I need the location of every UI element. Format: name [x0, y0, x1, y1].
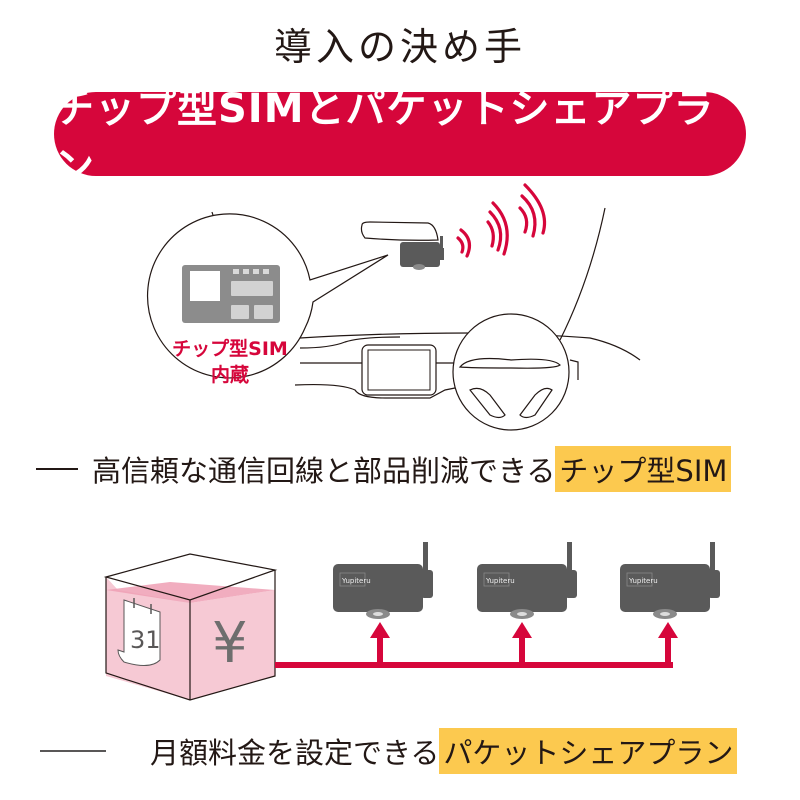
yen-icon: ¥	[212, 611, 248, 676]
calendar-icon: 31	[117, 598, 161, 666]
steering-wheel-icon	[452, 313, 579, 431]
feature-2-highlight: パケットシェアプラン	[439, 728, 738, 774]
callout-line-1: チップ型SIM	[172, 338, 288, 360]
calendar-day: 31	[130, 626, 161, 654]
dashcam-icon	[400, 236, 444, 270]
feature-chip-sim: 高信頼な通信回線と部品削減できる チップ型SIM	[36, 446, 732, 492]
callout-line-2: 内蔵	[210, 364, 249, 386]
dashcam-device-3: Yupiteru	[620, 542, 720, 619]
svg-text:Yupiteru: Yupiteru	[628, 577, 658, 585]
dashcam-device-1: Yupiteru	[333, 542, 433, 619]
dash-divider	[36, 468, 78, 470]
feature-2-text: 月額料金を設定できる	[150, 736, 440, 770]
feature-1-highlight: チップ型SIM	[555, 446, 732, 492]
svg-text:Yupiteru: Yupiteru	[485, 577, 515, 585]
dash-divider	[40, 750, 106, 752]
chip-sim-callout-label: チップ型SIM 内蔵	[150, 336, 310, 388]
dashcam-device-2: Yupiteru	[477, 542, 577, 619]
car-navigation-screen-icon	[361, 344, 437, 396]
page-title: 導入の決め手	[273, 25, 526, 69]
headline-banner: チップ型SIMとパケットシェアプラン	[54, 86, 746, 190]
feature-packet-share: 月額料金を設定できる パケットシェアプラン	[40, 728, 738, 774]
distribution-arrows	[275, 622, 678, 668]
signal-waves-icon	[456, 183, 547, 258]
svg-text:Yupiteru: Yupiteru	[341, 577, 371, 585]
rearview-mirror-icon	[360, 221, 439, 241]
banner-text: チップ型SIMとパケットシェアプラン	[54, 86, 715, 190]
feature-1-text: 高信頼な通信回線と部品削減できる	[92, 454, 556, 488]
chip-sim-icon	[182, 265, 280, 323]
